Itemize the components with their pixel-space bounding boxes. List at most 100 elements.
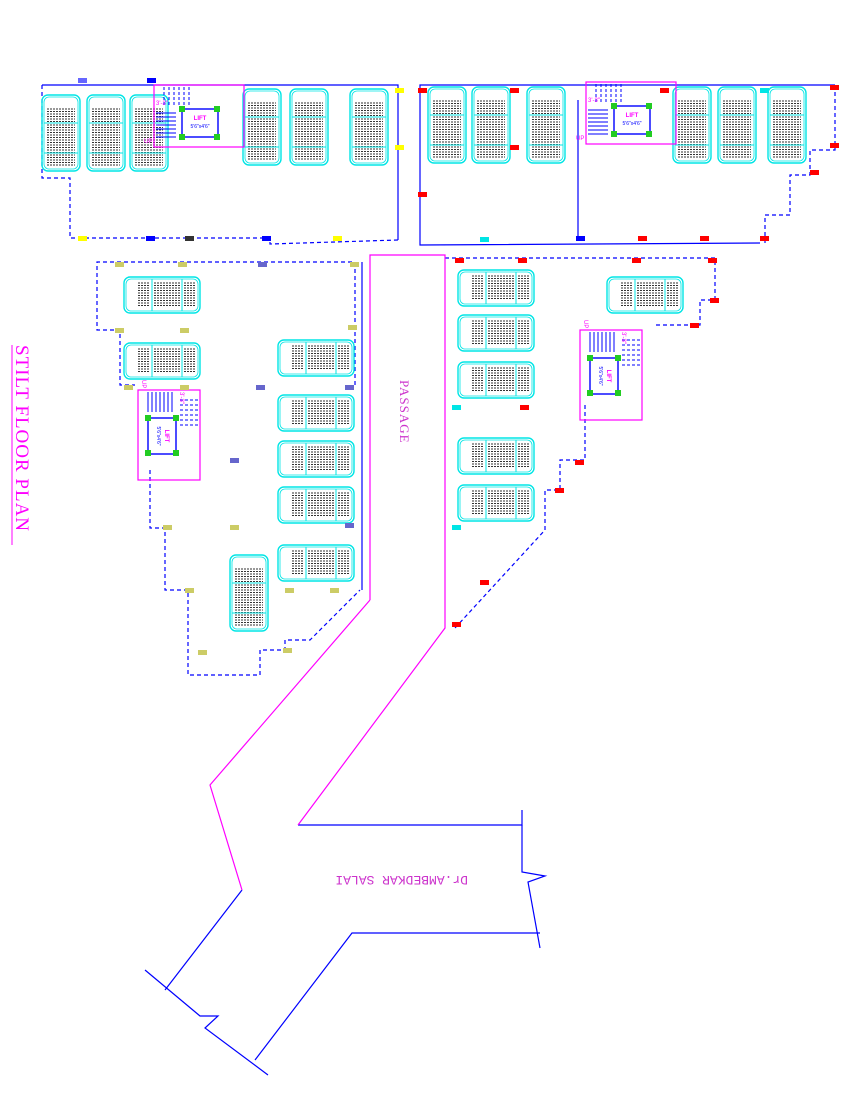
parked-car bbox=[767, 86, 807, 164]
parked-car bbox=[277, 486, 355, 524]
structural-column bbox=[185, 588, 194, 593]
parked-car bbox=[457, 484, 535, 522]
structural-column bbox=[452, 525, 461, 530]
parked-car bbox=[457, 437, 535, 475]
structural-column bbox=[258, 262, 267, 267]
structural-column bbox=[710, 298, 719, 303]
parked-car bbox=[349, 88, 389, 166]
passage-outline bbox=[209, 254, 446, 891]
lift-stair-core: LIFT 5'6"x4'6" 3'-3" UP bbox=[576, 81, 677, 145]
structural-column bbox=[395, 88, 404, 93]
parked-car bbox=[86, 94, 126, 172]
structural-column bbox=[520, 405, 529, 410]
structural-column bbox=[708, 258, 717, 263]
structural-column bbox=[198, 650, 207, 655]
parked-car bbox=[277, 339, 355, 377]
stair-width: 3'-3" bbox=[588, 98, 600, 104]
parked-car bbox=[606, 276, 684, 314]
structural-column bbox=[480, 580, 489, 585]
structural-column bbox=[330, 588, 339, 593]
structural-column bbox=[115, 328, 124, 333]
stair-up: UP bbox=[144, 139, 152, 145]
structural-column bbox=[146, 236, 155, 241]
parked-car bbox=[123, 342, 201, 380]
parked-car bbox=[41, 94, 81, 172]
structural-column bbox=[510, 145, 519, 150]
parked-car bbox=[526, 86, 566, 164]
structural-column bbox=[333, 236, 342, 241]
lift-size: 5'6"x4'6" bbox=[155, 426, 161, 445]
structural-column bbox=[452, 622, 461, 627]
structural-column bbox=[760, 88, 769, 93]
structural-column bbox=[700, 236, 709, 241]
stair-up: UP bbox=[140, 380, 146, 388]
road-edge bbox=[521, 825, 548, 949]
lift-size: 5'6"x4'6" bbox=[622, 121, 641, 127]
lift-label: LIFT bbox=[626, 113, 639, 119]
structural-column bbox=[230, 525, 239, 530]
structural-column bbox=[452, 405, 461, 410]
structural-column bbox=[115, 262, 124, 267]
structural-column bbox=[810, 170, 819, 175]
parked-car bbox=[123, 276, 201, 314]
structural-column bbox=[285, 588, 294, 593]
parked-car bbox=[457, 361, 535, 399]
road-edge bbox=[164, 889, 243, 991]
structural-column bbox=[395, 145, 404, 150]
structural-column bbox=[418, 192, 427, 197]
parked-car bbox=[457, 269, 535, 307]
structural-column bbox=[518, 258, 527, 263]
structural-column bbox=[180, 385, 189, 390]
structural-column bbox=[348, 325, 357, 330]
structural-column bbox=[283, 648, 292, 653]
left-block-outline bbox=[149, 470, 361, 676]
parked-car bbox=[457, 314, 535, 352]
stair-width: 3'-3" bbox=[178, 392, 184, 404]
structural-column bbox=[256, 385, 265, 390]
structural-column bbox=[418, 88, 427, 93]
structural-column bbox=[185, 236, 194, 241]
lift-label: LIFT bbox=[163, 430, 169, 443]
parked-car bbox=[242, 88, 282, 166]
passage-label: PASSAGE bbox=[397, 380, 412, 444]
structural-column bbox=[638, 236, 647, 241]
stair-width: 3'-3" bbox=[620, 332, 626, 344]
parked-car bbox=[277, 544, 355, 582]
road-edge bbox=[144, 969, 269, 1076]
parked-car bbox=[229, 554, 269, 632]
parked-car bbox=[289, 88, 329, 166]
parked-car bbox=[471, 86, 511, 164]
structural-column bbox=[178, 262, 187, 267]
road-edge bbox=[298, 810, 523, 826]
parked-car bbox=[672, 86, 712, 164]
right-block-outline bbox=[454, 405, 586, 629]
structural-column bbox=[576, 236, 585, 241]
structural-column bbox=[345, 523, 354, 528]
structural-column bbox=[555, 488, 564, 493]
stair-up: UP bbox=[576, 136, 584, 142]
structural-column bbox=[760, 236, 769, 241]
road-edge bbox=[254, 932, 540, 1061]
structural-column bbox=[345, 385, 354, 390]
top-left-block-outline bbox=[41, 85, 399, 245]
parked-car bbox=[277, 440, 355, 478]
top-right-block-outline bbox=[419, 84, 835, 246]
structural-column bbox=[632, 258, 641, 263]
structural-column bbox=[480, 237, 489, 242]
stair-width: 3'-3" bbox=[156, 101, 168, 107]
structural-column bbox=[350, 262, 359, 267]
structural-column bbox=[830, 143, 839, 148]
structural-column bbox=[575, 460, 584, 465]
parked-car bbox=[427, 86, 467, 164]
drawing-title: STILT FLOOR PLAN bbox=[11, 345, 32, 532]
lift-label: LIFT bbox=[605, 370, 611, 383]
parked-car bbox=[717, 86, 757, 164]
structural-column bbox=[830, 85, 839, 90]
structural-column bbox=[230, 458, 239, 463]
road-label: Dr.AMBEDKAR SALAI bbox=[335, 872, 468, 887]
stair-up: UP bbox=[582, 320, 588, 328]
structural-column bbox=[78, 236, 87, 241]
